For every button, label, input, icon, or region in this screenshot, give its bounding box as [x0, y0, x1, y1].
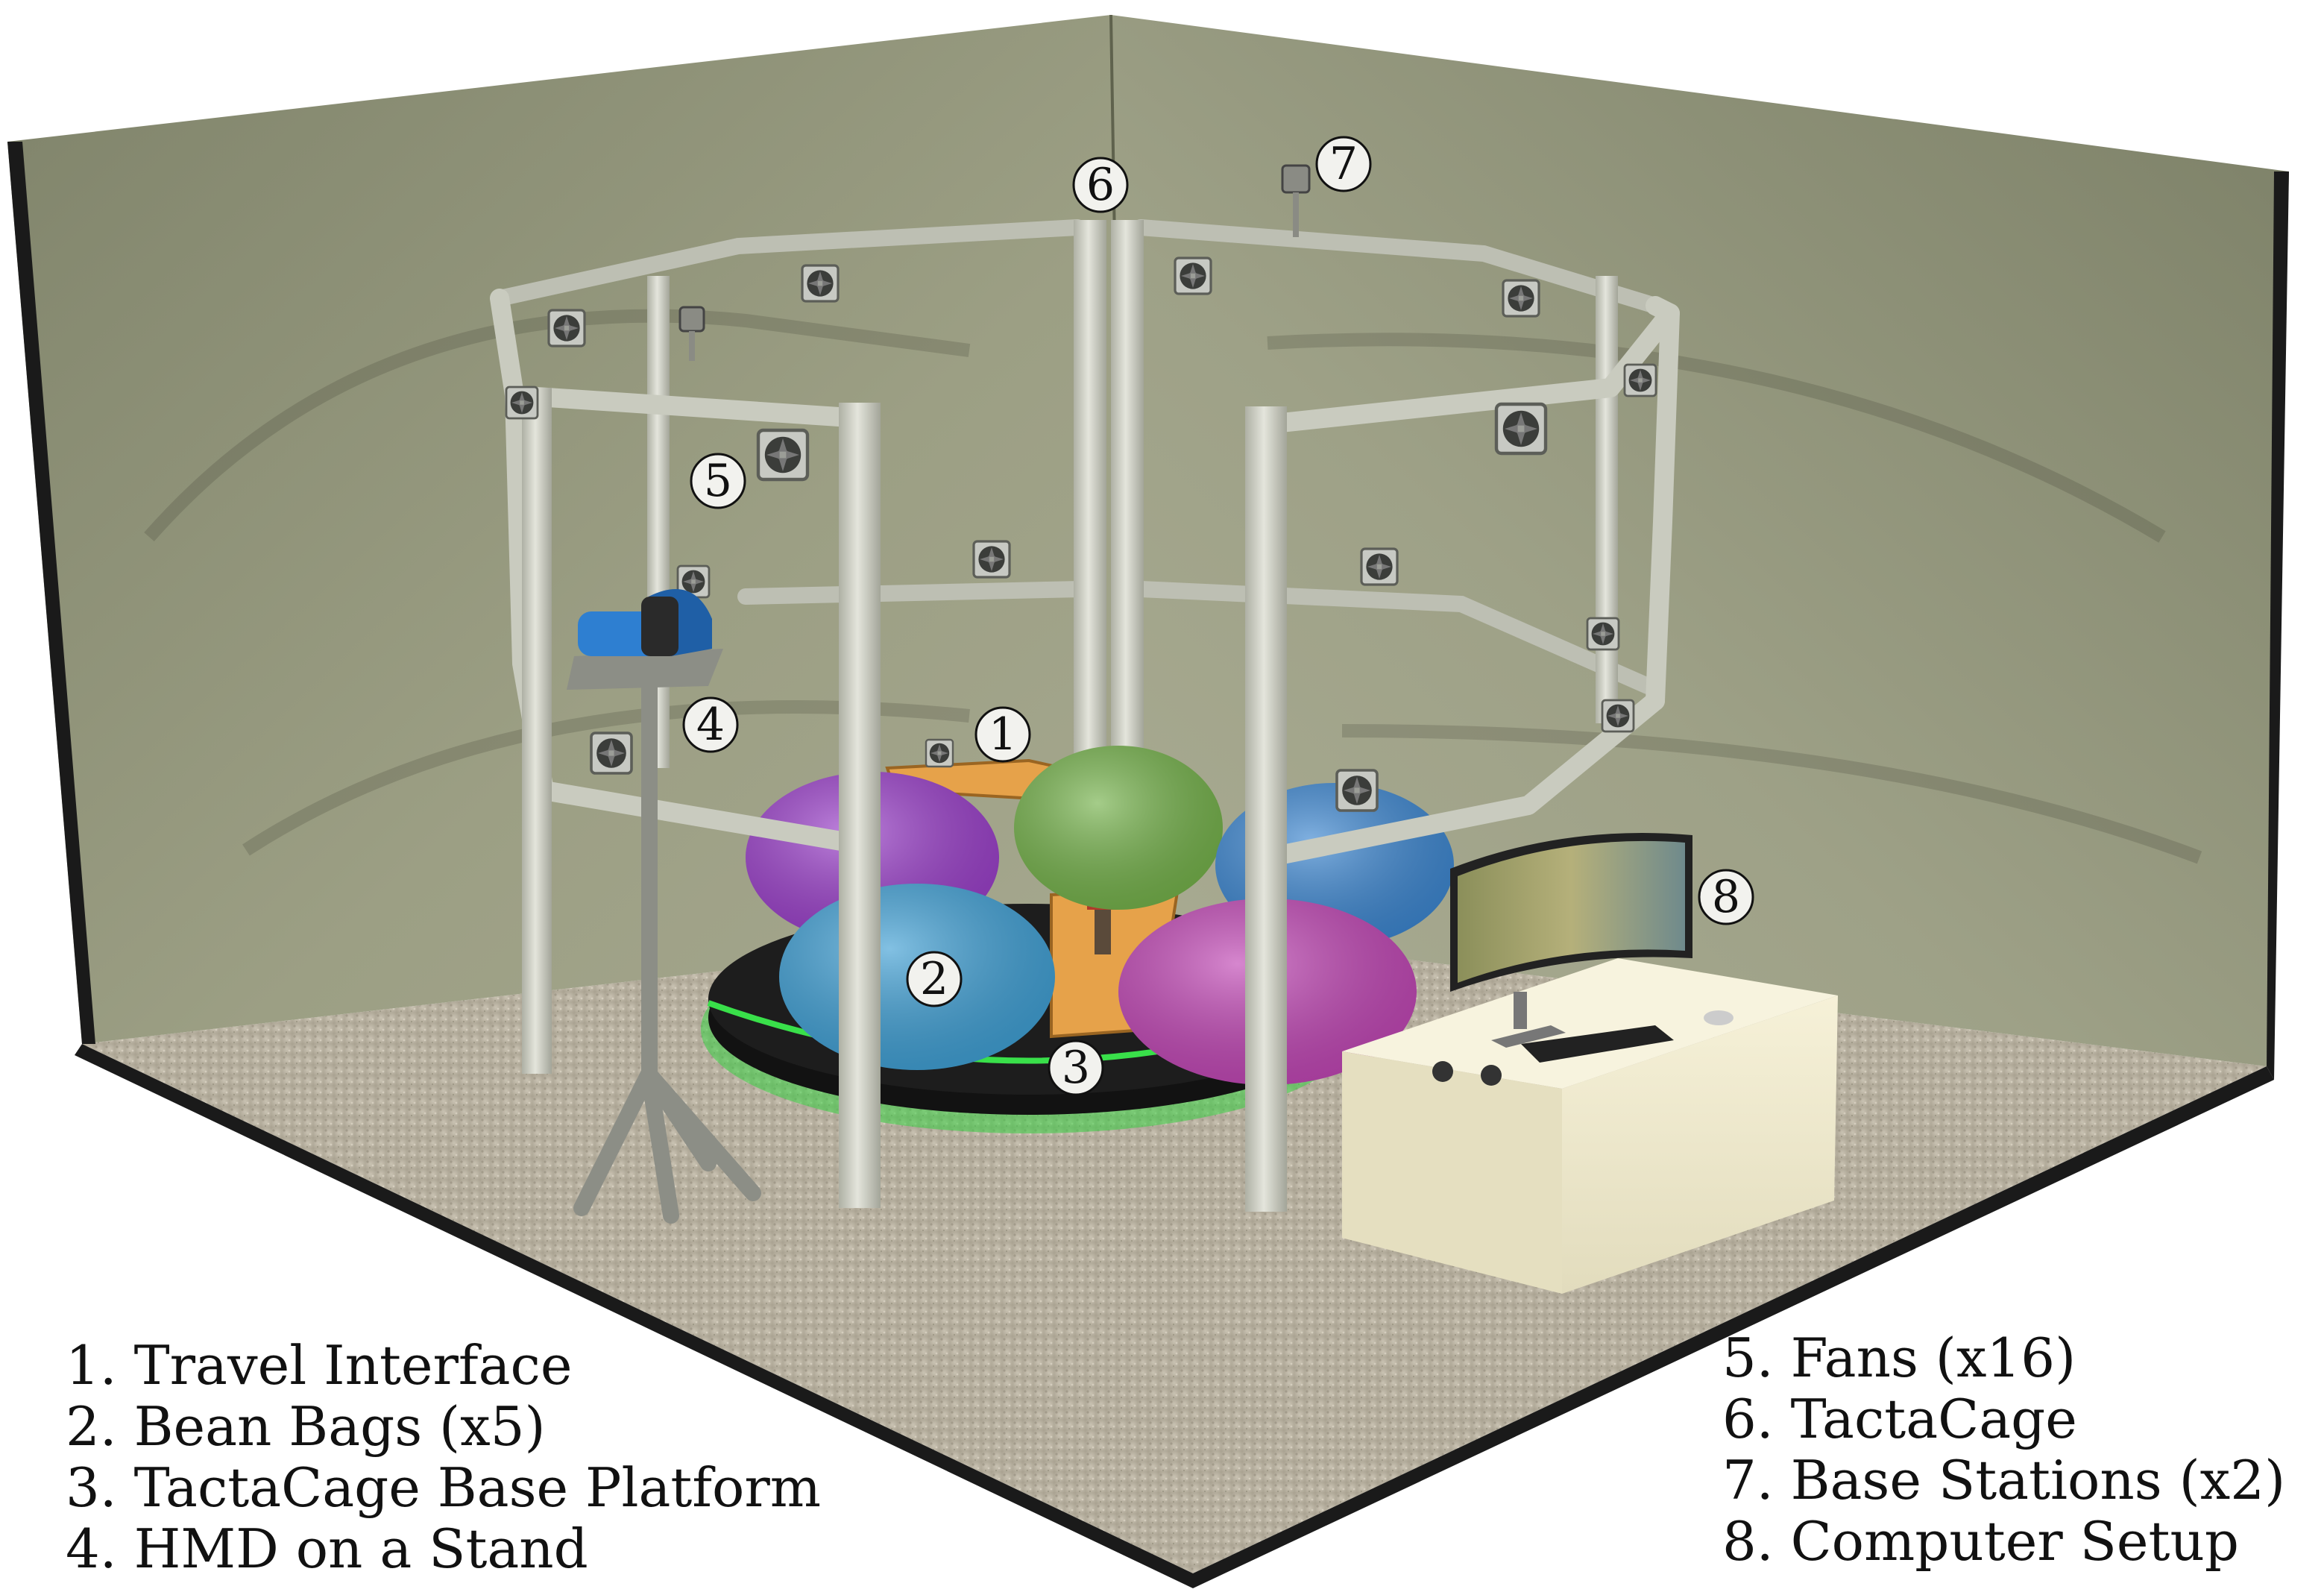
computer-desk — [1342, 833, 1838, 1294]
legend-item-tactacage: 6. TactaCage — [1722, 1388, 2077, 1450]
front-poles — [522, 388, 1287, 1212]
marker-6: 6 — [1072, 157, 1129, 213]
legend-item-fans: 5. Fans (x16) — [1722, 1327, 2076, 1389]
floor-edge-left — [75, 1044, 1193, 1588]
marker-8: 8 — [1698, 869, 1754, 925]
base-stations — [678, 164, 1311, 361]
legend-right: 5. Fans (x16) 6. TactaCage 7. Base Stati… — [1722, 1327, 2285, 1572]
legend-left: 1. Travel Interface 2. Bean Bags (x5) 3.… — [66, 1335, 821, 1579]
marker-2: 2 — [906, 951, 963, 1007]
hmd-headset — [578, 589, 712, 656]
svg-text:3: 3 — [1062, 1042, 1090, 1094]
monitor — [1450, 833, 1692, 1048]
marker-5: 5 — [690, 453, 746, 509]
svg-text:7: 7 — [1329, 138, 1358, 190]
back-poles — [647, 220, 1618, 768]
legend-item-base-stations: 7. Base Stations (x2) — [1722, 1449, 2286, 1511]
keyboard — [1521, 1025, 1674, 1063]
svg-text:1: 1 — [989, 708, 1017, 761]
legend-item-computer-setup: 8. Computer Setup — [1722, 1510, 2239, 1573]
beanbag-green — [1014, 746, 1223, 910]
svg-text:8: 8 — [1712, 871, 1740, 923]
svg-text:2: 2 — [920, 953, 948, 1005]
marker-7: 7 — [1315, 136, 1372, 192]
marker-4: 4 — [682, 696, 739, 753]
legend-item-bean-bags: 2. Bean Bags (x5) — [66, 1395, 546, 1458]
legend-item-travel-interface: 1. Travel Interface — [66, 1334, 573, 1397]
legend-item-base-platform: 3. TactaCage Base Platform — [66, 1456, 822, 1519]
legend-item-hmd-stand: 4. HMD on a Stand — [66, 1517, 588, 1580]
svg-text:4: 4 — [696, 699, 725, 751]
marker-3: 3 — [1048, 1039, 1104, 1096]
svg-text:6: 6 — [1086, 159, 1115, 211]
mouse — [1704, 1010, 1733, 1025]
floor-edge-right — [1193, 1066, 2274, 1588]
right-wall-edge — [2267, 172, 2289, 1080]
left-wall-edge — [7, 142, 95, 1044]
marker-1: 1 — [974, 706, 1031, 763]
svg-text:5: 5 — [704, 455, 732, 507]
hmd-stand — [567, 589, 761, 1224]
